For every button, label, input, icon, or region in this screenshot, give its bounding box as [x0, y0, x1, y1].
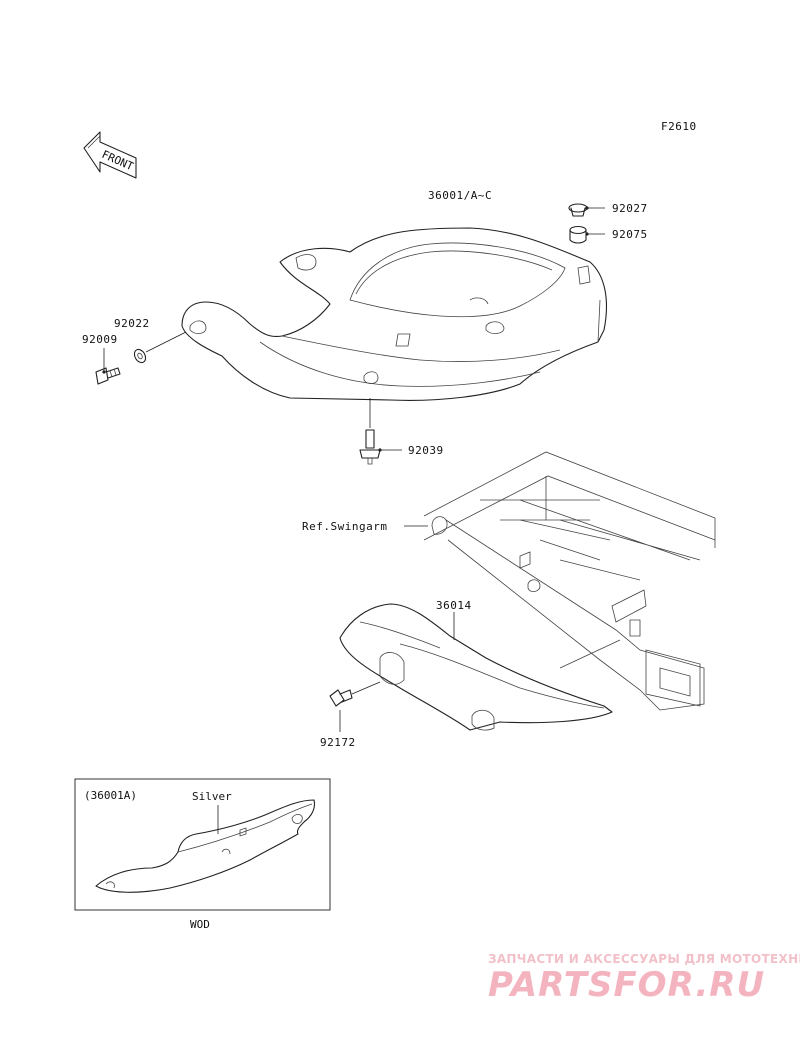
swingarm-drawing — [423, 451, 716, 711]
variant-inset-box: (36001A) Silver — [74, 778, 331, 911]
bolt-part-drawing — [95, 367, 121, 385]
inset-variant-label: (36001A) — [84, 789, 137, 802]
figure-code: F2610 — [661, 120, 697, 133]
chain-bolt-part-drawing — [329, 689, 353, 707]
rivet-part-drawing — [359, 429, 381, 465]
part-number-seat-cover: 36001/A~C — [428, 189, 492, 202]
cap-part-drawing — [568, 203, 588, 217]
seat-cover-drawing — [181, 227, 607, 401]
part-number-washer: 92022 — [114, 317, 150, 330]
damper-part-drawing — [569, 225, 587, 244]
site-watermark: ЗАПЧАСТИ И АКСЕССУАРЫ ДЛЯ МОТОТЕХНИКИ PA… — [488, 952, 800, 1005]
part-number-rivet: 92039 — [408, 444, 444, 457]
reference-swingarm-label: Ref.Swingarm — [302, 520, 387, 533]
watermark-tagline: ЗАПЧАСТИ И АКСЕССУАРЫ ДЛЯ МОТОТЕХНИКИ — [488, 952, 800, 966]
part-number-chain-cover: 36014 — [436, 599, 472, 612]
washer-part-drawing — [133, 348, 147, 364]
part-number-bolt: 92009 — [82, 333, 118, 346]
part-number-cap: 92027 — [612, 202, 648, 215]
watermark-brand-logo: PARTSFOR.RU — [488, 965, 765, 1005]
inset-color-note: Silver — [192, 790, 232, 803]
chain-cover-drawing — [339, 603, 613, 731]
front-arrow-icon: FRONT — [83, 131, 137, 179]
part-number-chain-bolt: 92172 — [320, 736, 356, 749]
inset-code-label: WOD — [190, 918, 210, 931]
part-number-damper: 92075 — [612, 228, 648, 241]
